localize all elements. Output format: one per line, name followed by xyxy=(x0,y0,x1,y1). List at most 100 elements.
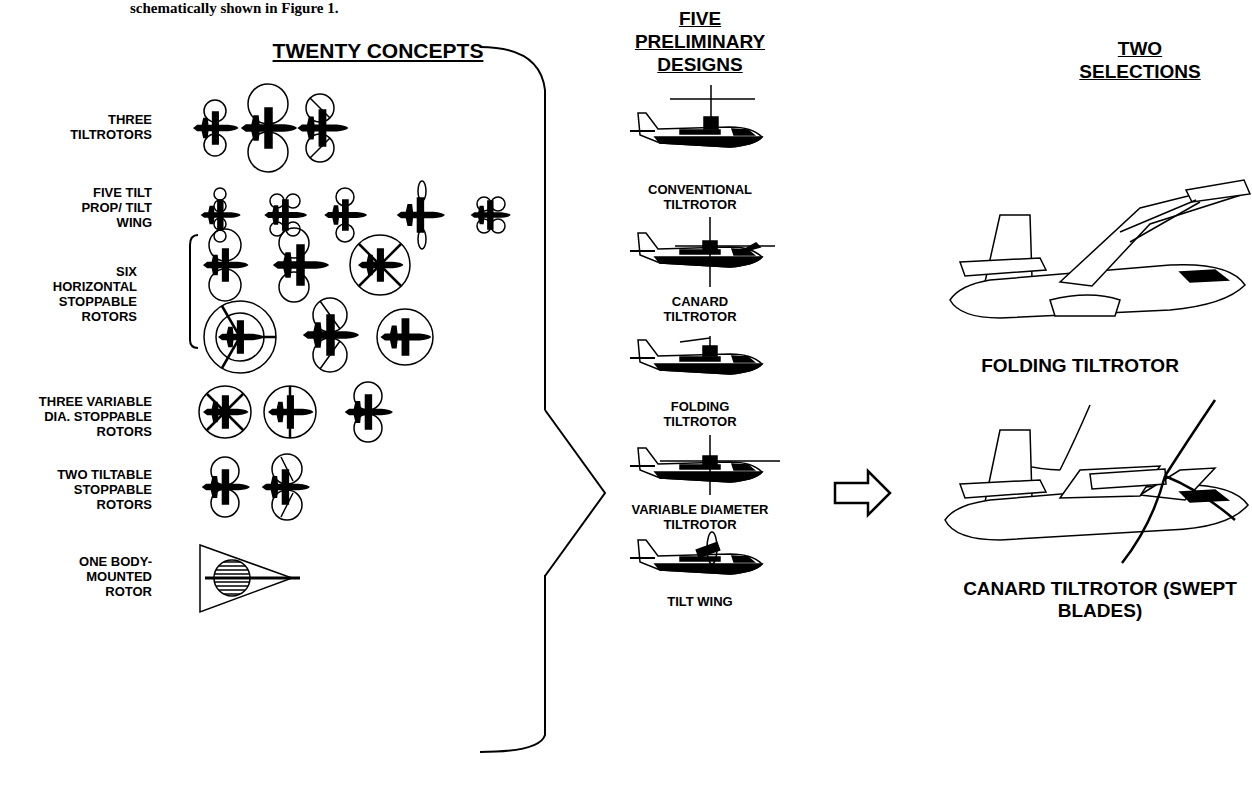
folding-tiltrotor-drawing-part xyxy=(1120,200,1200,242)
tilt-prop-icons-part-part xyxy=(214,200,226,212)
tiltrotor-icons-part xyxy=(242,84,296,172)
stoppable-rotor-icons-part-part xyxy=(216,313,264,361)
tiltable-rotor-icons-part-part xyxy=(203,470,249,504)
tiltable-rotor-icons-part-part xyxy=(211,457,239,485)
canard-tiltrotor-drawing-part xyxy=(960,480,1046,498)
folding-tiltrotor-drawing-part xyxy=(1180,270,1228,282)
tiltable-rotor-icons-part-part xyxy=(211,489,239,517)
canard-tiltrotor-drawing-part xyxy=(1090,469,1166,489)
design-label: THREE TILTROTORS xyxy=(43,113,152,143)
variable-diameter-icons-part xyxy=(199,386,251,438)
stoppable-rotor-icons-part-part xyxy=(320,301,340,369)
canard-tiltrotor-drawing xyxy=(945,400,1248,563)
stage-heading: TWO SELECTIONS xyxy=(1065,38,1215,84)
bracket-part xyxy=(480,575,545,752)
tiltable-rotor-icons xyxy=(203,454,309,520)
stoppable-rotor-icons-part-part xyxy=(279,272,309,302)
tilt-prop-icons-part-part xyxy=(336,224,354,242)
tilt-prop-icons-part-part xyxy=(491,219,505,233)
design-label-box: ONE BODY-MOUNTED ROTOR xyxy=(35,552,155,603)
preliminary-design-icons-part-part xyxy=(630,340,762,374)
variable-diameter-icons-part-part xyxy=(204,396,247,428)
design-label: THREE VARIABLE DIA. STOPPABLE ROTORS xyxy=(18,395,152,440)
tilt-prop-icons-part-part xyxy=(491,197,505,211)
folding-tiltrotor-drawing xyxy=(950,180,1250,318)
variable-diameter-icons-part-part xyxy=(346,395,392,429)
tilt-prop-icons-part xyxy=(472,197,510,233)
folding-tiltrotor-drawing-part xyxy=(1050,295,1120,316)
variable-diameter-icons-part xyxy=(346,382,392,442)
tiltable-rotor-icons-part xyxy=(203,457,249,517)
variable-diameter-icons-part-part xyxy=(354,414,382,442)
design-label-box: VARIABLE DIAMETER TILTROTOR xyxy=(610,500,790,536)
tiltrotor-icons-part-part xyxy=(204,100,226,122)
tiltrotor-icons-part-part xyxy=(299,110,348,146)
stoppable-rotor-icons-part-part xyxy=(204,301,276,373)
preliminary-design-icons-part-part xyxy=(707,532,717,564)
tilt-prop-icons-part-part xyxy=(418,181,426,201)
tilt-prop-icons-part-part xyxy=(286,194,300,208)
stoppable-rotor-icons-part-part xyxy=(279,228,309,258)
stoppable-rotor-icons-part-part xyxy=(209,229,241,261)
stage-group: TWENTY CONCEPTS THREE TILTROTORS FIVE TILT… xyxy=(0,35,545,760)
design-label: CANARD TILTROTOR (SWEPT BLADES) xyxy=(953,578,1247,622)
design-label: TILT WING xyxy=(643,595,757,610)
preliminary-design-icons-part-part xyxy=(630,448,762,482)
design-label-box: SIX HORIZONTAL STOPPABLE ROTORS xyxy=(40,262,140,328)
folding-tiltrotor-drawing-part xyxy=(1186,180,1250,202)
preliminary-design-icons-part-part xyxy=(675,217,775,287)
stoppable-rotor-icons-part-part xyxy=(209,269,241,301)
tilt-prop-icons-part xyxy=(398,181,444,249)
tilt-prop-icons xyxy=(202,181,510,249)
preliminary-design-icons-part-part xyxy=(738,243,760,253)
design-label: FIVE TILT PROP/ TILT WING xyxy=(63,186,152,231)
preliminary-design-icons-part-part xyxy=(704,117,718,129)
tilt-prop-icons-part xyxy=(326,188,367,242)
preliminary-design-icons-part-part xyxy=(630,540,762,574)
preliminary-design-icons-part-part xyxy=(630,233,762,267)
stoppable-rotor-icons-part-part xyxy=(377,309,433,365)
folding-tiltrotor-drawing-part xyxy=(960,258,1046,276)
body-mounted-rotor-icon-part xyxy=(214,560,250,596)
variable-diameter-icons-part-part xyxy=(199,386,251,438)
variable-diameter-icons-part xyxy=(264,386,316,438)
preliminary-design-icons-part xyxy=(630,85,762,147)
preliminary-design-icons-part-part xyxy=(670,85,755,117)
tilt-prop-icons-part-part xyxy=(418,229,426,249)
preliminary-design-icons-part-part xyxy=(703,346,717,356)
design-label: CANARD TILTROTOR xyxy=(643,295,757,325)
tiltrotor-icons-part-part xyxy=(248,84,288,124)
design-label-box: THREE VARIABLE DIA. STOPPABLE ROTORS xyxy=(15,392,155,443)
tiltrotor-icons-part-part xyxy=(310,98,330,158)
text-fragment: schematically shown in Figure 1. xyxy=(130,0,338,17)
design-label: CONVENTIONAL TILTROTOR xyxy=(613,183,787,213)
tiltrotor-icons xyxy=(194,84,347,172)
stoppable-rotor-icons-part-part xyxy=(304,315,358,355)
tilt-prop-icons-part-part xyxy=(336,188,354,206)
tiltrotor-icons-part-part xyxy=(204,134,226,156)
design-label-box: TWO TILTABLE STOPPABLE ROTORS xyxy=(45,465,155,516)
design-label: ONE BODY-MOUNTED ROTOR xyxy=(38,555,152,600)
stage-heading: TWENTY CONCEPTS xyxy=(243,38,513,63)
variable-diameter-icons xyxy=(199,382,392,442)
preliminary-design-icons-part xyxy=(630,336,762,374)
preliminary-design-icons-part xyxy=(630,435,780,495)
tiltable-rotor-icons-part xyxy=(263,454,309,520)
design-label: TWO TILTABLE STOPPABLE ROTORS xyxy=(48,468,152,513)
canard-tiltrotor-drawing-part xyxy=(1122,400,1235,563)
tilt-prop-icons-part-part xyxy=(477,197,491,211)
bracket xyxy=(190,47,545,752)
tilt-prop-icons-part-part xyxy=(326,200,367,230)
stoppable-rotor-icons-part xyxy=(304,298,358,372)
tilt-prop-icons-part-part xyxy=(398,198,444,232)
variable-diameter-icons-part-part xyxy=(264,386,316,438)
variable-diameter-icons-part-part xyxy=(269,396,312,428)
tilt-prop-icons-part-part xyxy=(202,201,240,229)
variable-diameter-icons-part-part xyxy=(354,382,382,410)
stage-group: FIVE PRELIMINARY DESIGNSCONVENTIONAL TIL… xyxy=(605,5,835,615)
flow-arrow xyxy=(545,410,605,576)
